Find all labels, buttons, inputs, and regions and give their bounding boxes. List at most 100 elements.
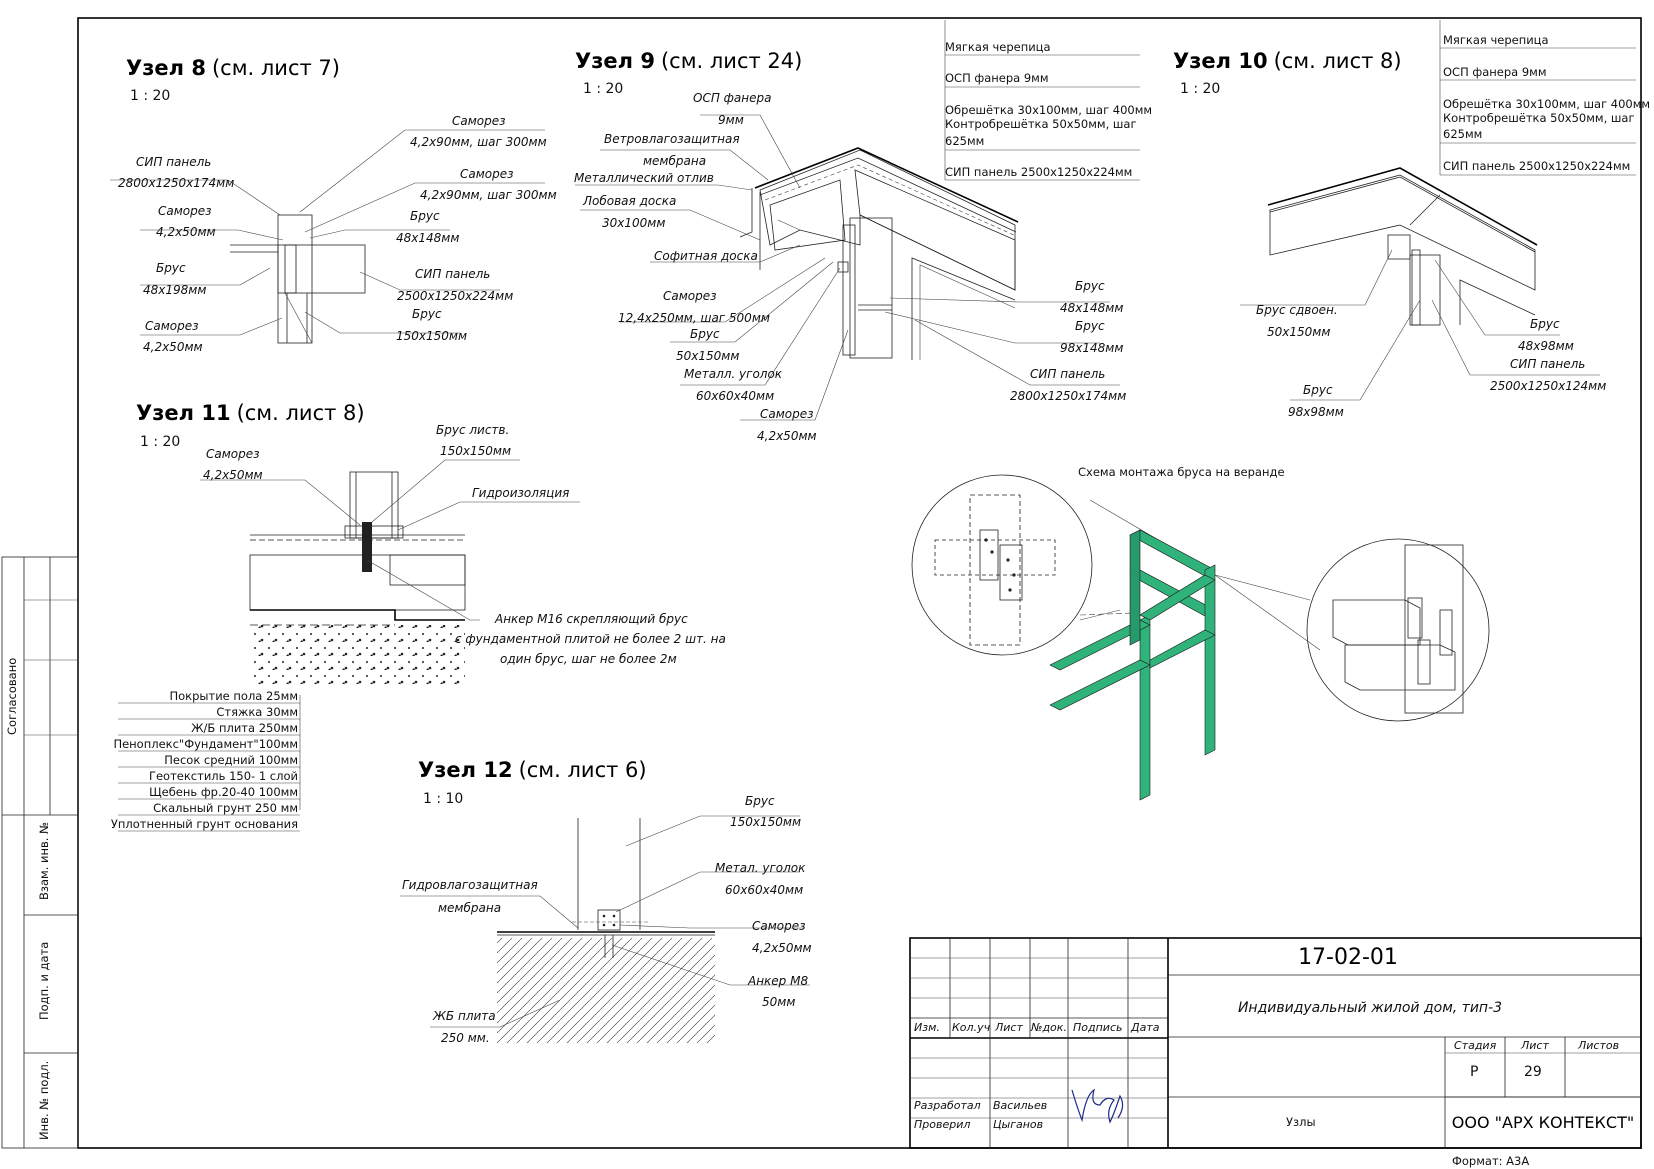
node10-beam-size: 98х98мм (1288, 405, 1344, 419)
node9-angle-name: Металл. уголок (684, 367, 783, 381)
node8-beam2-name: Брус (156, 261, 186, 275)
node10-title: Узел 10 (1173, 49, 1268, 73)
node8-screw4-size: 4,2х50мм (143, 340, 203, 354)
node12-slab-size: 250 мм. (441, 1031, 490, 1045)
node12-slab-name: ЖБ плита (432, 1009, 496, 1023)
node9-screw2-size: 4,2х50мм (757, 429, 817, 443)
node11-anchor-1: Анкер М16 скрепляющий брус (494, 612, 688, 626)
stamp-chk-name: Цыганов (993, 1118, 1043, 1131)
node11-anchor-2: с фундаментной плитой не более 2 шт. на (455, 632, 726, 646)
node10-layer-2: Обрешётка 30х100мм, шаг 400мм (1443, 97, 1650, 111)
scheme-post (1404, 544, 1464, 714)
node8-screw2-size: 4,2х90мм, шаг 300мм (420, 188, 557, 202)
node-9: Узел 9(см. лист 24) 1 : 20 ОСП фанера (574, 20, 1152, 443)
node8-beam1-name: Брус (410, 209, 440, 223)
node10-layer-4: 625мм (1443, 127, 1482, 141)
node9-layer-4: 625мм (945, 134, 984, 148)
stamp-sheet-label: Лист (1520, 1039, 1549, 1052)
svg-text:Узел 8(см. лист 7): Узел 8(см. лист 7) (126, 56, 340, 80)
stamp-sheets-label: Листов (1577, 1039, 1619, 1052)
node9-membrane-2: мембрана (643, 154, 706, 168)
node9-sip-name: СИП панель (1030, 367, 1105, 381)
node-11: Узел 11(см. лист 8) 1 : 20 Брус листв. 1… (111, 401, 726, 832)
node-8: Узел 8(см. лист 7) 1 : 20 Саморез 4,2х90… (110, 56, 557, 354)
stamp-header-2: Лист (994, 1021, 1023, 1034)
node10-layer-5: СИП панель 2500х1250х224мм (1443, 159, 1630, 173)
node9-osb-size: 9мм (718, 113, 744, 127)
stamp-chk-role: Проверил (914, 1118, 970, 1131)
node12-beam-size: 150х150мм (730, 815, 801, 829)
node12-membrane-2: мембрана (438, 901, 501, 915)
node11-ref: (см. лист 8) (237, 401, 365, 425)
stamp-header-5: Дата (1130, 1021, 1160, 1034)
stamp-project: Индивидуальный жилой дом, тип-3 (1238, 1000, 1502, 1016)
node10-sip-name: СИП панель (1510, 357, 1585, 371)
node9-beam-name: Брус (690, 327, 720, 341)
node9-drip: Металлический отлив (574, 171, 714, 185)
node12-scale: 1 : 10 (423, 791, 463, 807)
node12-ref: (см. лист 6) (519, 758, 647, 782)
node8-screw1-name: Саморез (452, 114, 506, 128)
node8-beam3-name: Брус (412, 307, 442, 321)
node11-layers: Покрытие пола 25мм Стяжка 30мм Ж/Б плита… (111, 689, 300, 832)
node9-sip-size: 2800х1250х174мм (1010, 389, 1126, 403)
node9-layer-1: ОСП фанера 9мм (945, 71, 1049, 85)
node12-angle-size: 60х60х40мм (725, 883, 803, 897)
detail-left-bracket (934, 494, 1056, 646)
node8-screw4-name: Саморез (145, 319, 199, 333)
node11-beam-name: Брус листв. (436, 423, 509, 437)
node9-beam-size: 50х150мм (676, 349, 739, 363)
node8-beam3-size: 150х150мм (396, 329, 467, 343)
node8-beam1-size: 48х148мм (396, 231, 459, 245)
node8-sip-size: 2800х1250х174мм (118, 176, 234, 190)
node9-scale: 1 : 20 (583, 81, 623, 97)
node11-waterproof: Гидроизоляция (472, 486, 569, 500)
node10-dbl-size: 50х150мм (1267, 325, 1330, 339)
node12-anchor-name: Анкер М8 (747, 974, 808, 988)
node9-beam3-size: 98х148мм (1060, 341, 1123, 355)
node11-layer-2: Ж/Б плита 250мм (191, 721, 298, 735)
node8-screw2-name: Саморез (460, 167, 514, 181)
node9-angle-size: 60х60х40мм (696, 389, 774, 403)
node11-layer-7: Скальный грунт 250 мм (153, 801, 298, 815)
node11-layer-0: Покрытие пола 25мм (169, 689, 298, 703)
detail-circle-left (911, 474, 1093, 656)
stamp-company: ООО "АРХ КОНТЕКСТ" (1452, 1113, 1634, 1132)
node12-anchor-size: 50мм (762, 995, 795, 1009)
node12-membrane-1: Гидровлагозащитная (402, 878, 538, 892)
node12-angle-name: Метал. уголок (715, 861, 806, 875)
node11-screw-name: Саморез (206, 447, 260, 461)
scheme-beam-green (1332, 599, 1421, 646)
stamp-dev-name: Васильев (993, 1099, 1047, 1112)
veranda-scheme: Схема монтажа бруса на веранде (911, 465, 1490, 801)
side-swap-inv: Взам. инв. № (37, 822, 51, 900)
side-agreed: Согласовано (5, 658, 19, 735)
node9-title: Узел 9 (575, 49, 655, 73)
stamp-code: 17-02-01 (1298, 945, 1398, 970)
stamp-sheet-title: Узлы (1286, 1115, 1316, 1129)
stamp-header-0: Изм. (914, 1021, 940, 1034)
node10-layer-1: ОСП фанера 9мм (1443, 65, 1547, 79)
node9-screw2-name: Саморез (760, 407, 814, 421)
scheme-beam-yellow (1344, 644, 1456, 691)
node11-screw-size: 4,2х50мм (203, 468, 263, 482)
node9-layer-0: Мягкая черепица (945, 40, 1051, 54)
node8-scale: 1 : 20 (130, 88, 170, 104)
node11-layer-1: Стяжка 30мм (216, 705, 298, 719)
node9-layer-3: Контробрешётка 50х50мм, шаг (945, 117, 1137, 131)
sheet-frame (77, 17, 1642, 1149)
node11-layer-3: Пеноплекс"Фундамент"100мм (113, 737, 298, 751)
node9-beam2-size: 48х148мм (1060, 301, 1123, 315)
node12-beam-name: Брус (745, 794, 775, 808)
node9-beam3-name: Брус (1075, 319, 1105, 333)
node10-sip-size: 2500х1250х124мм (1490, 379, 1606, 393)
node8-screw3-name: Саморез (158, 204, 212, 218)
scheme-title: Схема монтажа бруса на веранде (1078, 465, 1285, 479)
node9-fascia-size: 30х100мм (602, 216, 665, 230)
node9-beam2-name: Брус (1075, 279, 1105, 293)
side-inv-orig: Инв. № подл. (37, 1061, 51, 1140)
node9-screw-size: 12,4х250мм, шаг 500мм (618, 311, 770, 325)
node8-ref: (см. лист 7) (212, 56, 340, 80)
scheme-frame (1049, 529, 1216, 801)
